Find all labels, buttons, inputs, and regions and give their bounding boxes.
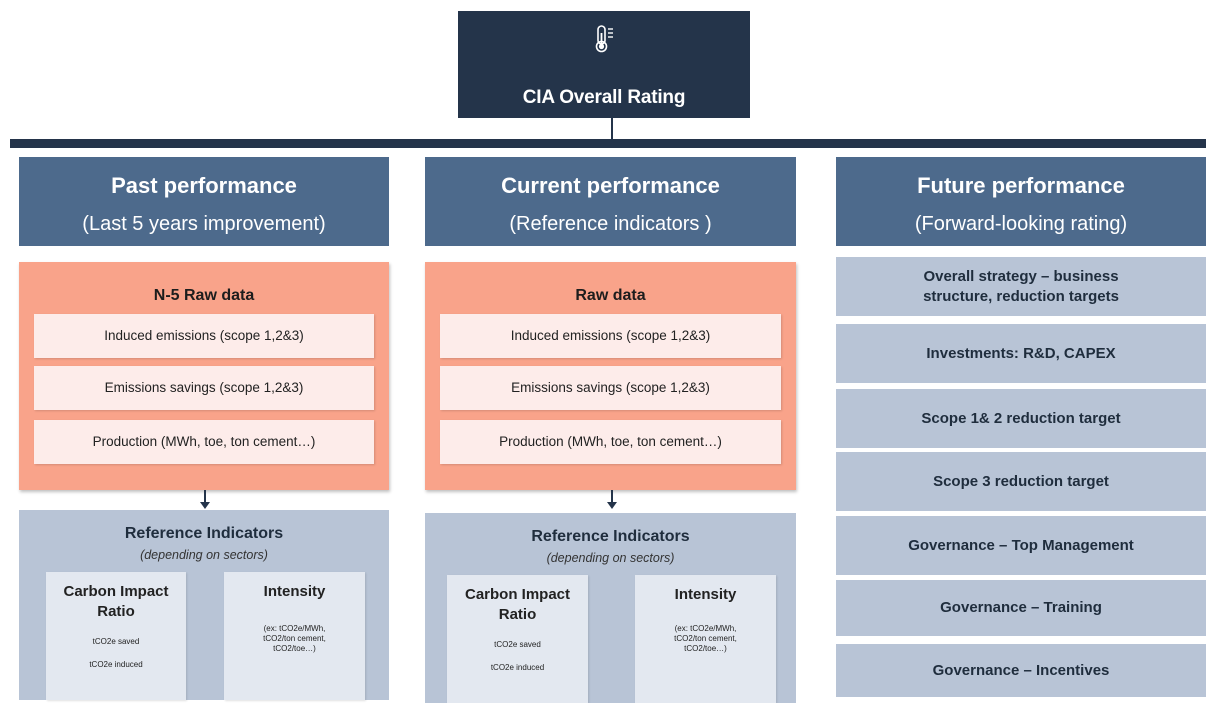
- down-arrow-icon: [607, 490, 617, 509]
- carbon-induced-label: tCO2e induced: [89, 660, 143, 669]
- carbon-saved-label: tCO2e saved: [494, 640, 541, 649]
- past-reference-indicators-panel: Reference Indicators (depending on secto…: [19, 510, 389, 700]
- current-raw-data-title: Raw data: [575, 287, 646, 304]
- carbon-impact-ratio-card: Carbon Impact Ratio tCO2e saved tCO2e in…: [447, 575, 588, 703]
- past-raw-item: Emissions savings (scope 1,2&3): [34, 366, 374, 410]
- carbon-impact-ratio-title: Carbon Impact Ratio: [464, 586, 570, 623]
- current-raw-item: Production (MWh, toe, ton cement…): [440, 420, 781, 464]
- current-raw-data-panel: Raw data Induced emissions (scope 1,2&3)…: [425, 262, 796, 490]
- reference-indicators-subtitle: (depending on sectors): [140, 548, 268, 562]
- intensity-example-line: tCO2/ton cement,: [263, 634, 326, 643]
- current-performance-subtitle: (Reference indicators ): [509, 213, 712, 235]
- reference-indicators-title: Reference Indicators: [531, 528, 690, 545]
- carbon-saved-label: tCO2e saved: [92, 637, 140, 646]
- future-item-governance-top-management: Governance – Top Management: [836, 516, 1206, 575]
- future-item-scope-1-2: Scope 1& 2 reduction target: [836, 389, 1206, 448]
- past-performance-title: Past performance: [111, 173, 297, 198]
- cia-overall-rating-box: CIA Overall Rating: [458, 11, 750, 118]
- past-raw-data-title: N-5 Raw data: [153, 287, 255, 304]
- current-raw-item: Emissions savings (scope 1,2&3): [440, 366, 781, 410]
- intensity-example-line: tCO2/toe…): [273, 644, 316, 653]
- current-performance-header: Current performance (Reference indicator…: [425, 157, 796, 246]
- reference-indicators-subtitle: (depending on sectors): [546, 551, 675, 565]
- intensity-card: Intensity (ex: tCO2e/MWh, tCO2/ton cemen…: [224, 572, 365, 700]
- future-item-overall-strategy: Overall strategy – business structure, r…: [836, 257, 1206, 316]
- intensity-example-line: tCO2/ton cement,: [674, 634, 737, 643]
- connector-line: [611, 118, 613, 140]
- reference-indicators-title: Reference Indicators: [124, 525, 284, 542]
- intensity-title: Intensity: [674, 586, 737, 603]
- current-raw-item: Induced emissions (scope 1,2&3): [440, 314, 781, 358]
- carbon-impact-ratio-title: Carbon Impact Ratio: [63, 583, 169, 620]
- past-raw-item: Induced emissions (scope 1,2&3): [34, 314, 374, 358]
- thermometer-icon: [595, 25, 613, 53]
- future-item-governance-training: Governance – Training: [836, 580, 1206, 636]
- future-item-scope-3: Scope 3 reduction target: [836, 452, 1206, 511]
- cia-overall-rating-title: CIA Overall Rating: [522, 87, 686, 108]
- intensity-example-line: (ex: tCO2e/MWh,: [263, 624, 326, 633]
- past-performance-subtitle: (Last 5 years improvement): [82, 213, 326, 235]
- future-performance-title: Future performance: [917, 173, 1125, 198]
- future-item-governance-incentives: Governance – Incentives: [836, 644, 1206, 697]
- past-raw-item: Production (MWh, toe, ton cement…): [34, 420, 374, 464]
- intensity-example-line: (ex: tCO2e/MWh,: [674, 624, 737, 633]
- intensity-card: Intensity (ex: tCO2e/MWh, tCO2/ton cemen…: [635, 575, 776, 703]
- current-reference-indicators-panel: Reference Indicators (depending on secto…: [425, 513, 796, 703]
- past-raw-data-panel: N-5 Raw data Induced emissions (scope 1,…: [19, 262, 389, 490]
- carbon-induced-label: tCO2e induced: [490, 663, 545, 672]
- down-arrow-icon: [200, 490, 210, 509]
- intensity-title: Intensity: [263, 583, 326, 600]
- future-performance-header: Future performance (Forward-looking rati…: [836, 157, 1206, 246]
- intensity-example-line: tCO2/toe…): [684, 644, 727, 653]
- carbon-impact-ratio-card: Carbon Impact Ratio tCO2e saved tCO2e in…: [46, 572, 186, 700]
- horizontal-bar: [10, 139, 1206, 148]
- past-performance-header: Past performance (Last 5 years improveme…: [19, 157, 389, 246]
- current-performance-title: Current performance: [501, 173, 720, 198]
- future-item-investments: Investments: R&D, CAPEX: [836, 324, 1206, 383]
- future-performance-subtitle: (Forward-looking rating): [914, 213, 1128, 235]
